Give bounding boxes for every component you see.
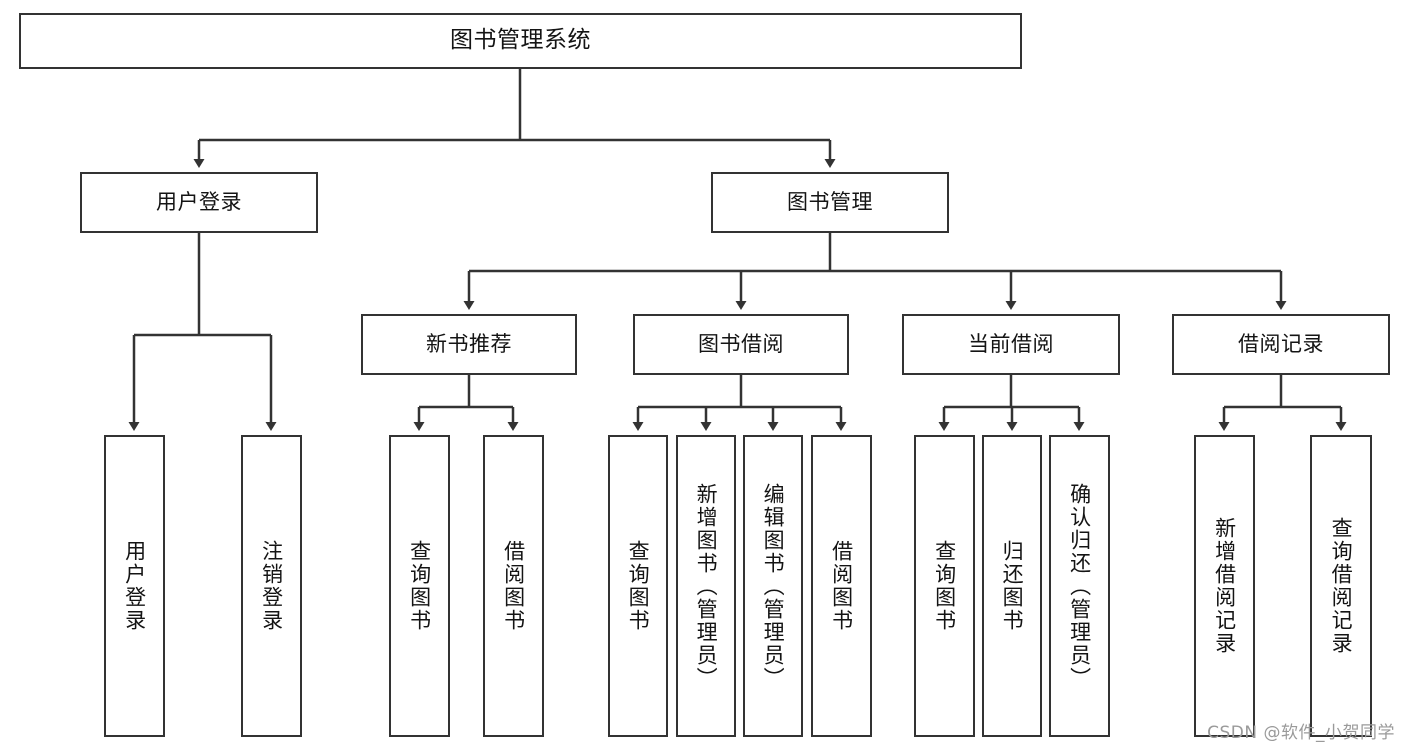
node-leaf-return-book-label: 归还图书 <box>1000 540 1025 632</box>
node-leaf-query-book-recommend-label: 查询图书 <box>407 540 432 632</box>
watermark: CSDN @软件_小贺同学 <box>1207 723 1395 743</box>
node-leaf-query-book-borrow[interactable]: 查询图书 <box>608 435 668 737</box>
node-leaf-query-book-borrow-label: 查询图书 <box>626 540 651 632</box>
node-new-book-recommend[interactable]: 新书推荐 <box>361 314 577 375</box>
node-new-book-recommend-label: 新书推荐 <box>426 331 512 356</box>
node-borrow-records-label: 借阅记录 <box>1238 331 1324 356</box>
node-leaf-return-book[interactable]: 归还图书 <box>982 435 1042 737</box>
node-leaf-query-book-current-label: 查询图书 <box>932 540 957 632</box>
node-book-borrow-label: 图书借阅 <box>698 331 784 356</box>
node-borrow-records[interactable]: 借阅记录 <box>1172 314 1390 375</box>
node-leaf-borrow-book-recommend-label: 借阅图书 <box>501 540 526 632</box>
node-root[interactable]: 图书管理系统 <box>19 13 1022 69</box>
node-leaf-borrow-book-label: 借阅图书 <box>829 540 854 632</box>
node-user-login[interactable]: 用户登录 <box>80 172 318 233</box>
node-leaf-user-login-label: 用户登录 <box>122 540 147 632</box>
node-leaf-borrow-book[interactable]: 借阅图书 <box>811 435 872 737</box>
node-leaf-query-borrow-record-label: 查询借阅记录 <box>1329 517 1354 655</box>
node-leaf-add-book-admin-label: 新增图书（管理员） <box>694 482 719 690</box>
node-leaf-confirm-return-admin-label: 确认归还（管理员） <box>1067 482 1092 690</box>
node-book-borrow[interactable]: 图书借阅 <box>633 314 849 375</box>
node-leaf-edit-book-admin[interactable]: 编辑图书（管理员） <box>743 435 803 737</box>
node-user-login-label: 用户登录 <box>156 189 242 214</box>
node-leaf-query-borrow-record[interactable]: 查询借阅记录 <box>1310 435 1372 737</box>
node-leaf-borrow-book-recommend[interactable]: 借阅图书 <box>483 435 544 737</box>
node-leaf-user-logout[interactable]: 注销登录 <box>241 435 302 737</box>
node-current-borrow[interactable]: 当前借阅 <box>902 314 1120 375</box>
node-leaf-query-book-current[interactable]: 查询图书 <box>914 435 975 737</box>
node-leaf-add-book-admin[interactable]: 新增图书（管理员） <box>676 435 736 737</box>
node-root-label: 图书管理系统 <box>450 27 591 54</box>
node-leaf-query-book-recommend[interactable]: 查询图书 <box>389 435 450 737</box>
node-book-management[interactable]: 图书管理 <box>711 172 949 233</box>
node-leaf-user-logout-label: 注销登录 <box>259 540 284 632</box>
node-leaf-user-login[interactable]: 用户登录 <box>104 435 165 737</box>
node-leaf-edit-book-admin-label: 编辑图书（管理员） <box>761 482 786 690</box>
node-leaf-confirm-return-admin[interactable]: 确认归还（管理员） <box>1049 435 1110 737</box>
node-leaf-add-borrow-record[interactable]: 新增借阅记录 <box>1194 435 1255 737</box>
node-current-borrow-label: 当前借阅 <box>968 331 1054 356</box>
node-book-management-label: 图书管理 <box>787 189 873 214</box>
node-leaf-add-borrow-record-label: 新增借阅记录 <box>1212 517 1237 655</box>
